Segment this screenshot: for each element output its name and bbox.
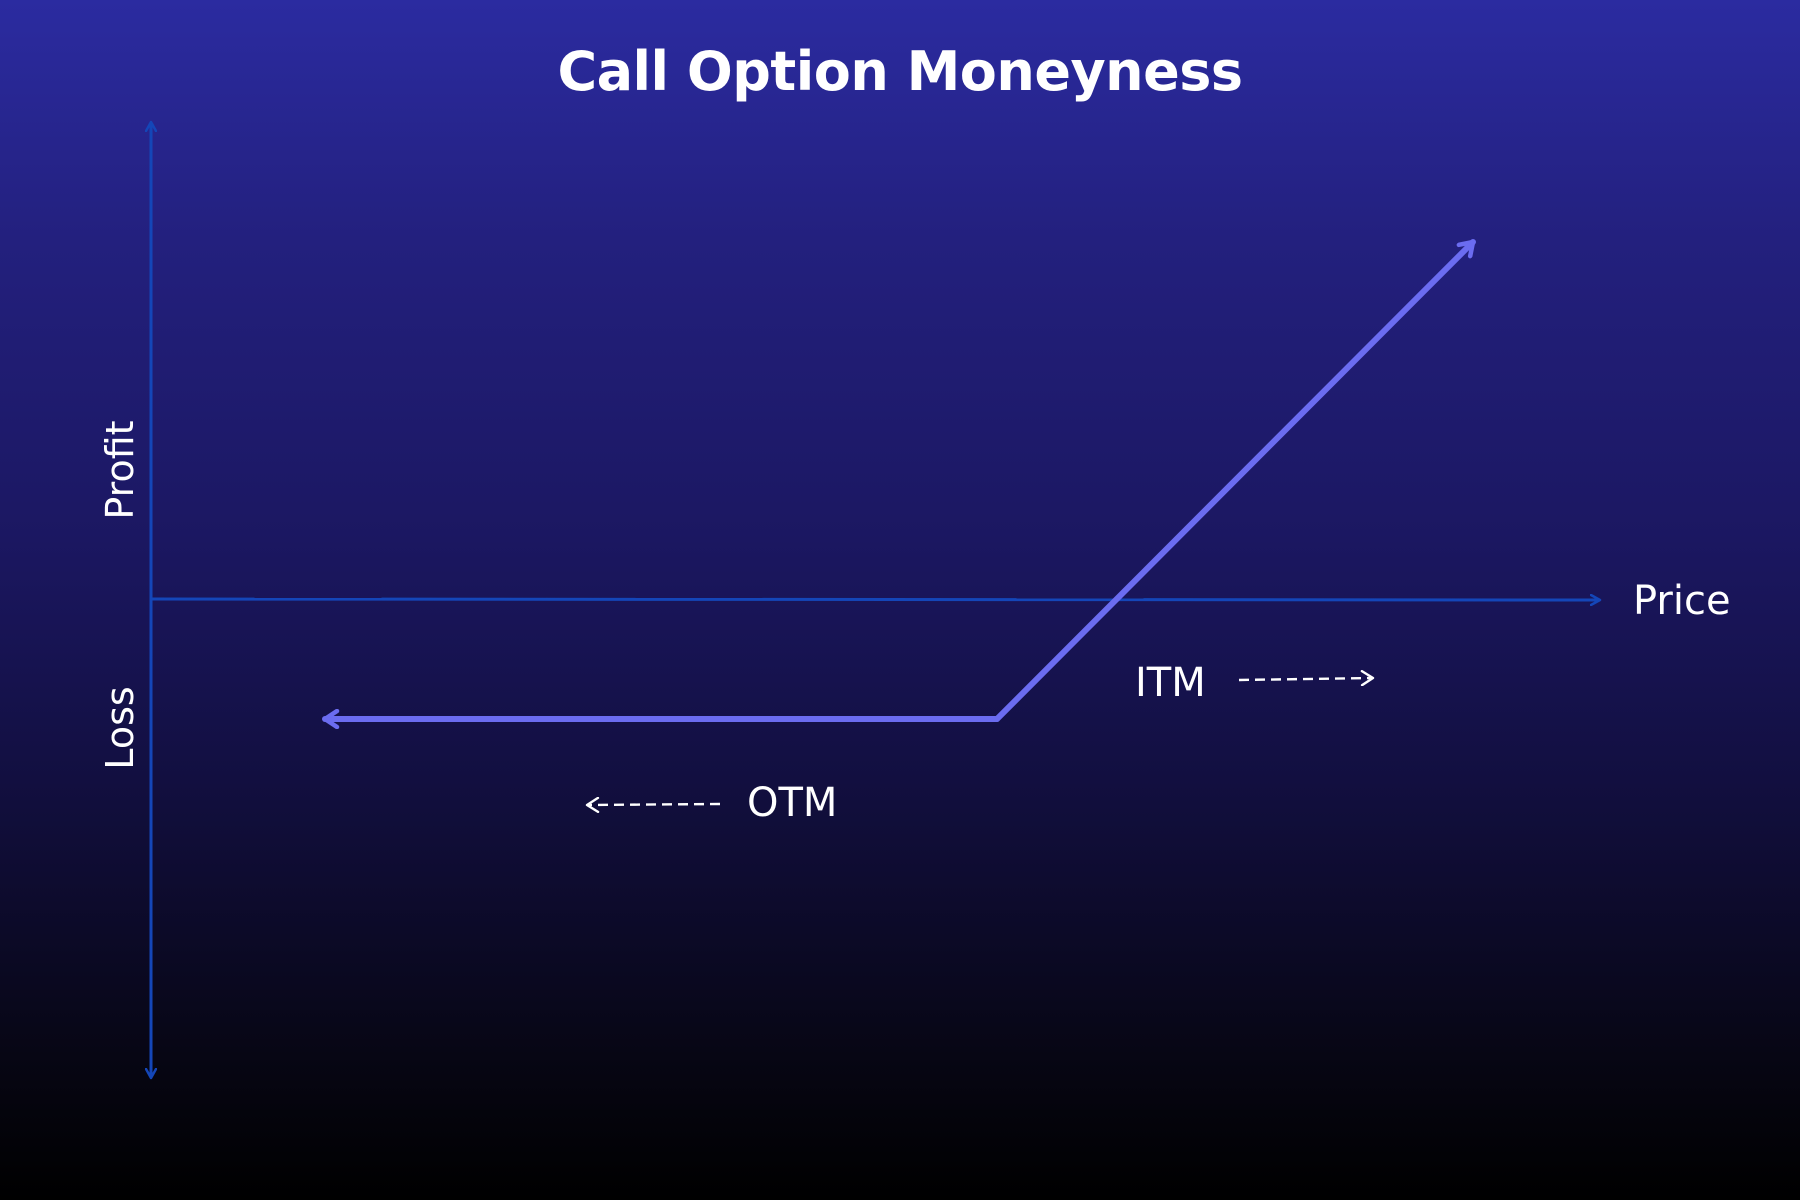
otm-label: OTM xyxy=(747,780,837,826)
x-axis-price-label: Price xyxy=(1633,578,1731,624)
y-axis-loss-label: Loss xyxy=(98,686,142,769)
x-axis xyxy=(150,599,1600,600)
otm-direction-arrow xyxy=(587,804,721,805)
payoff-line-rising xyxy=(994,239,1476,722)
itm-label: ITM xyxy=(1135,660,1206,706)
y-axis-profit-label: Profit xyxy=(98,420,142,519)
diagram-title: Call Option Moneyness xyxy=(557,40,1243,103)
itm-direction-arrow xyxy=(1238,678,1373,680)
